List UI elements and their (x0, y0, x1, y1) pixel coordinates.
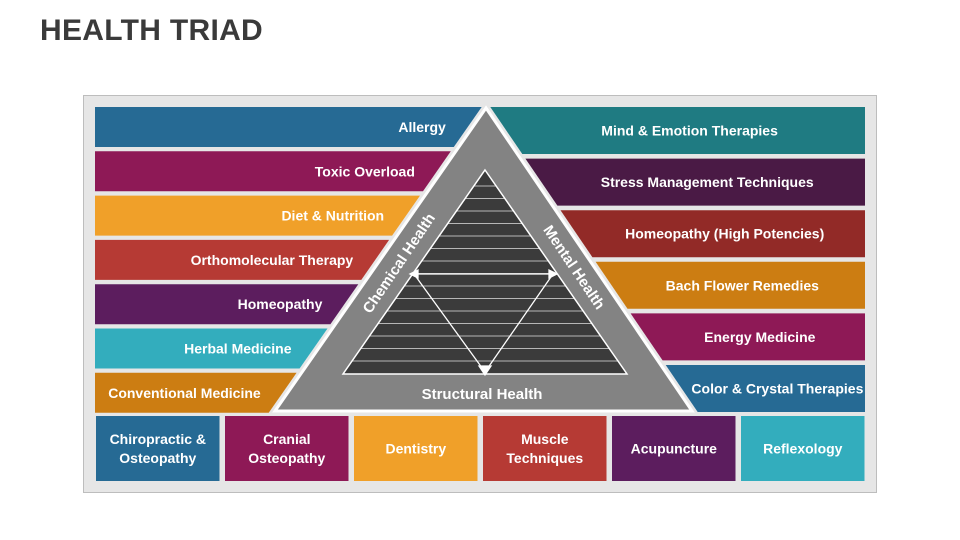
bottom-tile (741, 416, 865, 481)
right-band (490, 107, 865, 154)
left-band (95, 239, 390, 280)
bottom-item-label: Acupuncture (631, 441, 718, 457)
left-item-allergy: Allergy (95, 107, 482, 147)
bottom-item-reflexology: Reflexology (741, 416, 865, 481)
page-title: HEALTH TRIAD (40, 14, 264, 47)
bottom-item-acupuncture: Acupuncture (612, 416, 736, 481)
bottom-item-label: Muscle (521, 431, 569, 447)
triad-arrows (408, 268, 559, 377)
right-item-label: Bach Flower Remedies (666, 277, 819, 293)
right-item-stress-management-techniques: Stress Management Techniques (525, 158, 865, 206)
right-item-label: Stress Management Techniques (601, 174, 814, 190)
left-item-orthomolecular-therapy: Orthomolecular Therapy (95, 239, 390, 280)
left-item-label: Herbal Medicine (184, 341, 292, 357)
left-band (95, 328, 328, 369)
left-band (95, 107, 482, 147)
left-band (95, 195, 420, 236)
arrow-left-down (413, 273, 486, 373)
bottom-item-label: Osteopathy (119, 450, 196, 466)
left-item-diet-nutrition: Diet & Nutrition (95, 195, 420, 236)
arrowhead-left (408, 268, 419, 280)
bottom-item-label: Osteopathy (248, 450, 325, 466)
right-item-mind-emotion-therapies: Mind & Emotion Therapies (490, 107, 865, 154)
left-item-label: Allergy (398, 119, 446, 135)
structural-health-label: Structural Health (422, 386, 543, 403)
right-item-label: Color & Crystal Therapies (691, 381, 863, 397)
left-item-toxic-overload: Toxic Overload (95, 151, 451, 192)
left-item-label: Orthomolecular Therapy (191, 252, 354, 268)
bottom-tile (225, 416, 349, 481)
left-band (95, 372, 297, 413)
bottom-tile (483, 416, 607, 481)
left-item-herbal-medicine: Herbal Medicine (95, 328, 328, 369)
left-item-label: Conventional Medicine (108, 385, 261, 401)
right-band (595, 261, 865, 309)
right-item-homeopathy-high-potencies: Homeopathy (High Potencies) (560, 210, 865, 258)
bottom-item-label: Chiropractic & (110, 431, 206, 447)
right-band (630, 313, 865, 361)
left-item-homeopathy: Homeopathy (95, 284, 359, 325)
right-item-bach-flower-remedies: Bach Flower Remedies (595, 261, 865, 309)
bottom-item-chiropractic-osteopathy: Chiropractic & Osteopathy (96, 416, 220, 481)
right-item-color-crystal-therapies: Color & Crystal Therapies (665, 365, 865, 412)
bottom-item-label: Cranial (263, 431, 310, 447)
left-band (95, 284, 359, 325)
right-item-label: Energy Medicine (704, 329, 815, 345)
right-band (525, 158, 865, 206)
arrow-right-down (484, 273, 554, 373)
bottom-tile (96, 416, 220, 481)
arrowhead-right (548, 268, 559, 280)
arrowhead-bottom (477, 365, 493, 377)
bottom-tiles: Chiropractic &OsteopathyCranialOsteopath… (96, 416, 865, 481)
left-band (95, 151, 451, 192)
left-item-conventional-medicine: Conventional Medicine (95, 372, 297, 413)
bottom-tile (612, 416, 736, 481)
bottom-item-label: Reflexology (763, 441, 843, 457)
right-band (560, 210, 865, 258)
bottom-item-dentistry: Dentistry (354, 416, 478, 481)
left-item-label: Diet & Nutrition (281, 208, 384, 224)
right-item-label: Mind & Emotion Therapies (601, 123, 778, 139)
left-item-label: Toxic Overload (315, 163, 415, 179)
right-item-label: Homeopathy (High Potencies) (625, 226, 824, 242)
right-band (665, 365, 865, 412)
bottom-item-label: Dentistry (385, 441, 446, 457)
left-item-label: Homeopathy (238, 296, 323, 312)
bottom-item-label: Techniques (506, 450, 583, 466)
right-item-energy-medicine: Energy Medicine (630, 313, 865, 361)
bottom-tile (354, 416, 478, 481)
